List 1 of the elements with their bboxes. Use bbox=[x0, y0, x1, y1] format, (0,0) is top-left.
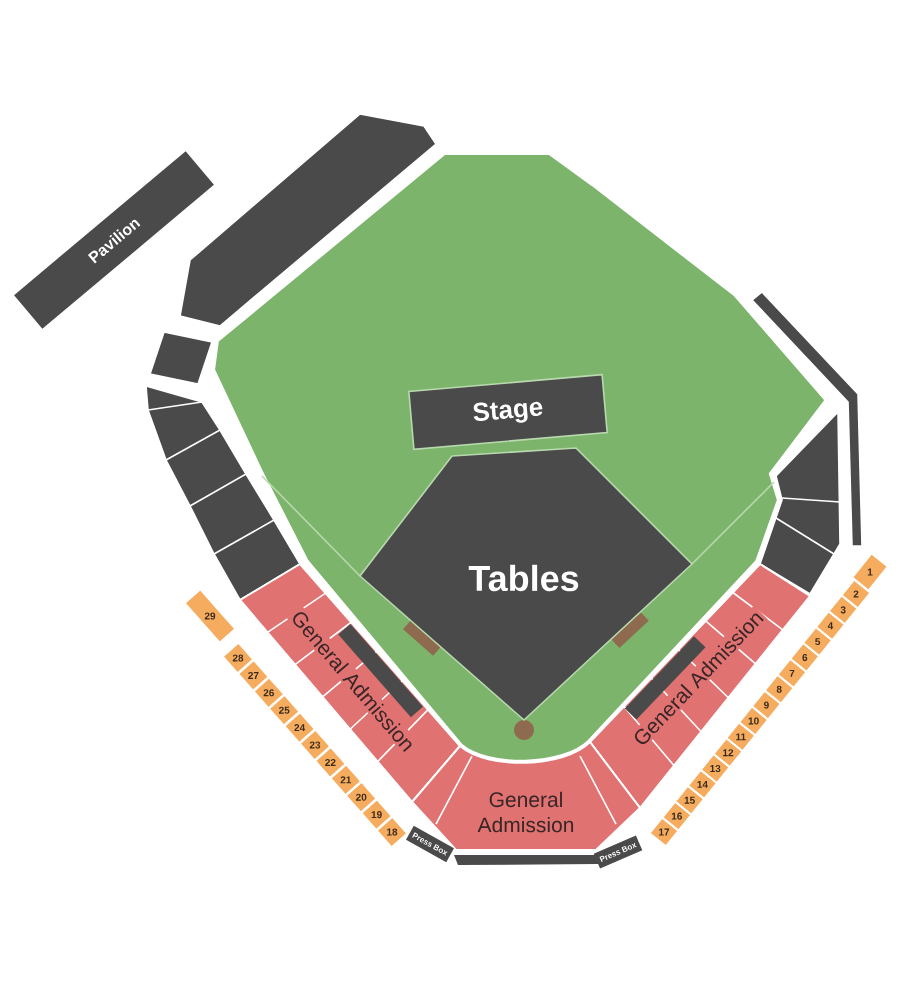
seating-section bbox=[179, 113, 438, 327]
